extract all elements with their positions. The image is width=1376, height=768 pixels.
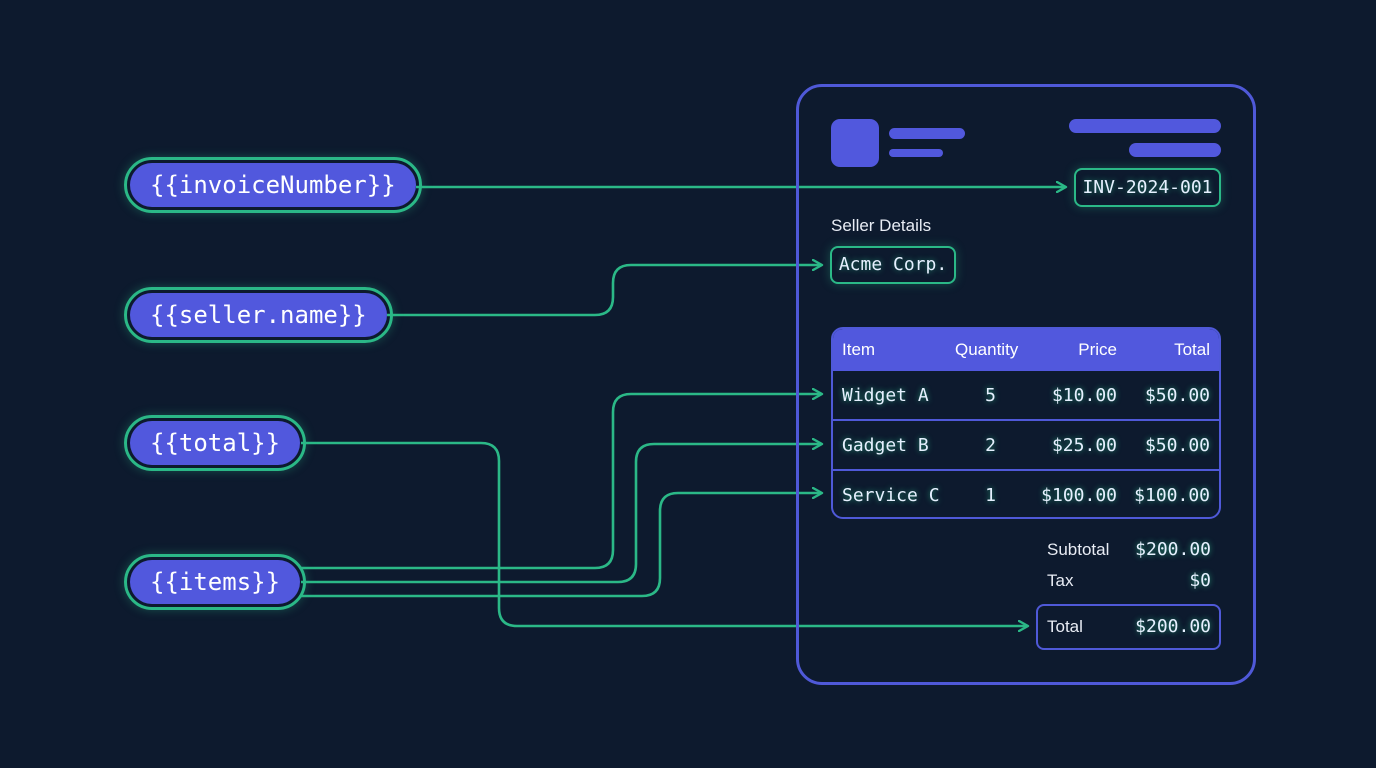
- subtotal-value: $200.00: [1135, 539, 1211, 560]
- tax-label: Tax: [1047, 571, 1074, 590]
- subtotal-label: Subtotal: [1047, 540, 1110, 559]
- placeholder-items: {{items}}: [124, 554, 307, 610]
- row-price: $10.00: [1051, 384, 1117, 406]
- row-quantity: 2: [985, 434, 996, 456]
- header-quantity: Quantity: [955, 340, 1019, 359]
- row-quantity: 5: [985, 384, 996, 406]
- row-item: Widget A: [842, 384, 929, 406]
- placeholder-seller-name: {{seller.name}}: [124, 287, 393, 343]
- table-row: Widget A 5 $10.00 $50.00: [833, 371, 1219, 419]
- company-address-placeholder-bar: [889, 149, 943, 157]
- row-quantity: 1: [985, 484, 996, 506]
- total-value: $200.00: [1135, 616, 1211, 637]
- row-total: $50.00: [1144, 384, 1210, 406]
- placeholder-seller-name-label: {{seller.name}}: [130, 293, 387, 337]
- table-row: Service C 1 $100.00 $100.00: [833, 469, 1219, 517]
- invoice-date-placeholder-bar: [1129, 143, 1221, 157]
- invoice-card: [796, 84, 1256, 685]
- table-row: Gadget B 2 $25.00 $50.00: [833, 419, 1219, 469]
- row-total: $50.00: [1144, 434, 1210, 456]
- connector-seller-name: [387, 265, 822, 317]
- tax-value: $0: [1189, 570, 1211, 591]
- connector-items-row-1: [301, 394, 822, 570]
- connector-items-row-3: [301, 493, 822, 598]
- row-total: $100.00: [1134, 484, 1210, 506]
- company-name-placeholder-bar: [889, 128, 965, 139]
- items-table: Item Quantity Price Total Widget A 5 $10…: [831, 327, 1221, 519]
- header-item: Item: [842, 340, 876, 359]
- placeholder-invoice-number: {{invoiceNumber}}: [124, 157, 422, 213]
- placeholder-total: {{total}}: [124, 415, 307, 471]
- header-total: Total: [1174, 340, 1210, 359]
- table-header: Item Quantity Price Total: [833, 329, 1219, 371]
- placeholder-invoice-number-label: {{invoiceNumber}}: [130, 163, 416, 207]
- placeholder-total-label: {{total}}: [130, 421, 301, 465]
- row-price: $100.00: [1041, 484, 1117, 506]
- row-item: Service C: [842, 484, 940, 506]
- invoice-heading-placeholder-bar: [1069, 119, 1221, 133]
- invoice-number-value: INV-2024-001: [1074, 168, 1221, 207]
- connector-items-row-2: [301, 444, 822, 584]
- placeholder-items-label: {{items}}: [130, 560, 301, 604]
- header-price: Price: [1078, 340, 1117, 359]
- seller-name-value: Acme Corp.: [830, 246, 956, 284]
- row-item: Gadget B: [842, 434, 929, 456]
- seller-details-label: Seller Details: [831, 216, 932, 235]
- total-label: Total: [1047, 617, 1083, 636]
- row-price: $25.00: [1051, 434, 1117, 456]
- total-box: [1036, 604, 1221, 650]
- invoice-logo: [831, 119, 879, 167]
